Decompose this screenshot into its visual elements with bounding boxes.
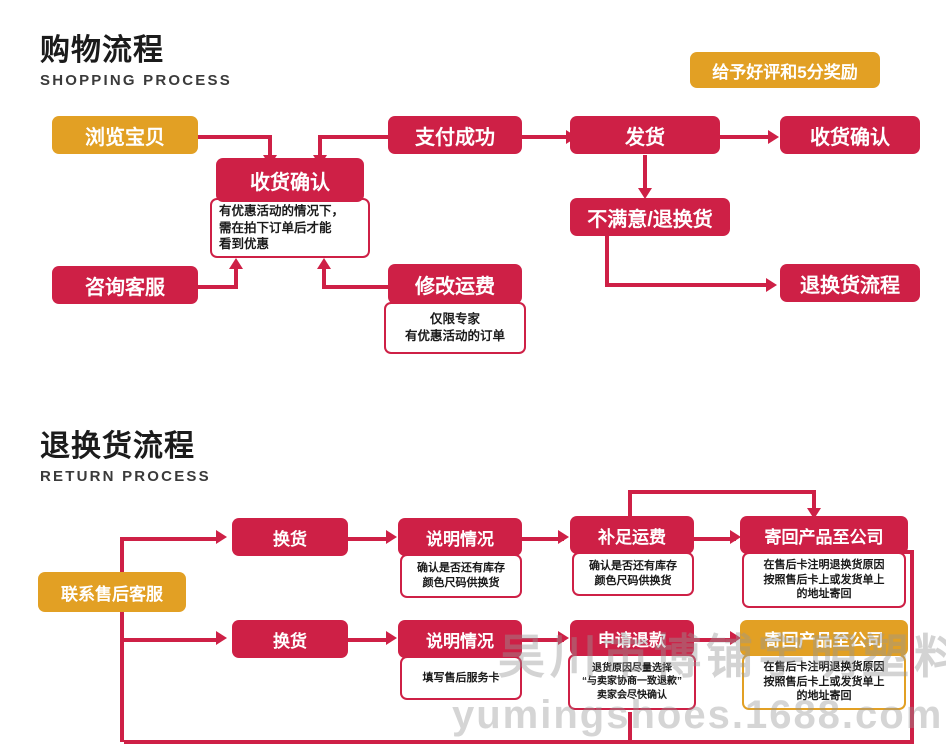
connector-browse-to-confirm	[198, 135, 272, 139]
arrow-to-return-flow	[766, 278, 777, 292]
node-explain-situation-1[interactable]: 说明情况	[398, 518, 522, 556]
return-process-heading: 退换货流程 RETURN PROCESS	[40, 430, 211, 485]
connector-unsatisfied-down	[605, 235, 609, 285]
note-apply-refund: 退货原因尽量选择 “与卖家协商一致退款” 卖家会尽快确认	[568, 654, 696, 710]
connector-unsatisfied-right	[605, 283, 770, 287]
return-process-subtitle: RETURN PROCESS	[40, 468, 211, 485]
connector-exchange1-to-explain1	[348, 537, 390, 541]
node-exchange-2[interactable]: 换货	[232, 620, 348, 658]
connector-ship-to-confirm2	[720, 135, 772, 139]
arrow-freight-to-confirm	[317, 258, 331, 269]
return-process-title: 退换货流程	[40, 430, 195, 463]
arrow-loop-into-sendback	[807, 508, 821, 519]
node-modify-freight[interactable]: 修改运费	[388, 264, 522, 304]
connector-freight-to-sendback	[694, 537, 736, 541]
connector-bottom-loop	[124, 740, 914, 744]
node-browse-product[interactable]: 浏览宝贝	[52, 116, 198, 154]
note-add-freight: 确认是否还有库存 颜色尺码供换货	[572, 552, 694, 596]
arrow-explain1-freight	[558, 530, 569, 544]
node-exchange-1[interactable]: 换货	[232, 518, 348, 556]
connector-explain1-to-freight	[522, 537, 564, 541]
node-contact-service[interactable]: 咨询客服	[52, 266, 198, 304]
arrow-explain2-refund	[558, 631, 569, 645]
arrow-exchange1-explain1	[386, 530, 397, 544]
connector-exchange2-to-explain2	[348, 638, 390, 642]
node-send-back-to-company[interactable]: 寄回产品至公司	[740, 516, 908, 554]
node-shipping[interactable]: 发货	[570, 116, 720, 154]
note-modify-freight: 仅限专家 有优惠活动的订单	[384, 302, 526, 354]
connector-pay-down	[318, 135, 322, 157]
connector-right-loop-up	[910, 550, 914, 742]
connector-freight-up	[322, 268, 326, 287]
node-send-back-to-company-orange[interactable]: 寄回产品至公司	[740, 620, 908, 656]
node-contact-after-sales[interactable]: 联系售后客服	[38, 572, 186, 612]
note-send-back-to-company-orange: 在售后卡注明退换货原因 按照售后卡上或发货单上 的地址寄回	[742, 654, 906, 710]
note-explain-situation-1: 确认是否还有库存 颜色尺码供换货	[400, 554, 522, 598]
connector-loop-right-down	[812, 490, 816, 512]
note-confirm-receipt: 有优惠活动的情况下， 需在拍下订单后才能 看到优惠	[210, 198, 370, 258]
connector-refund-down	[628, 712, 632, 742]
connector-freight-left	[322, 285, 388, 289]
arrow-ship-to-confirm2	[768, 130, 779, 144]
connector-aftersales-to-exchange2	[120, 638, 220, 642]
connector-service-right	[198, 285, 238, 289]
node-return-process-link[interactable]: 退换货流程	[780, 264, 920, 302]
arrow-to-exchange-2	[216, 631, 227, 645]
arrow-ship-to-unsatisfied	[638, 188, 652, 199]
connector-browse-down	[268, 135, 272, 157]
arrow-to-exchange-1	[216, 530, 227, 544]
connector-pay-to-ship	[522, 135, 570, 139]
connector-explain2-to-refund	[522, 638, 564, 642]
connector-pay-to-confirm	[318, 135, 388, 139]
connector-aftersales-to-exchange1	[120, 537, 220, 541]
connector-service-up	[234, 268, 238, 287]
arrow-service-to-confirm	[229, 258, 243, 269]
node-confirm-receipt-1[interactable]: 收货确认	[216, 158, 364, 202]
node-unsatisfied-return[interactable]: 不满意/退换货	[570, 198, 730, 236]
shopping-process-subtitle: SHOPPING PROCESS	[40, 72, 232, 89]
node-payment-success[interactable]: 支付成功	[388, 116, 522, 154]
node-confirm-receipt-2[interactable]: 收货确认	[780, 116, 920, 154]
node-explain-situation-2[interactable]: 说明情况	[398, 620, 522, 658]
arrow-refund-sendback2	[730, 631, 741, 645]
note-explain-situation-2: 填写售后服务卡	[400, 656, 522, 700]
shopping-process-title: 购物流程	[40, 34, 164, 67]
node-add-freight[interactable]: 补足运费	[570, 516, 694, 554]
connector-refund-to-sendback2	[694, 638, 736, 642]
connector-loop-left-up	[628, 490, 632, 538]
node-apply-refund[interactable]: 申请退款	[570, 620, 694, 656]
connector-ship-down	[643, 155, 647, 190]
connector-loop-top	[628, 490, 816, 494]
review-reward-badge: 给予好评和5分奖励	[690, 52, 880, 88]
arrow-exchange2-explain2	[386, 631, 397, 645]
arrow-freight-sendback	[730, 530, 741, 544]
shopping-process-heading: 购物流程 SHOPPING PROCESS	[40, 34, 232, 89]
note-send-back-to-company: 在售后卡注明退换货原因 按照售后卡上或发货单上 的地址寄回	[742, 552, 906, 608]
